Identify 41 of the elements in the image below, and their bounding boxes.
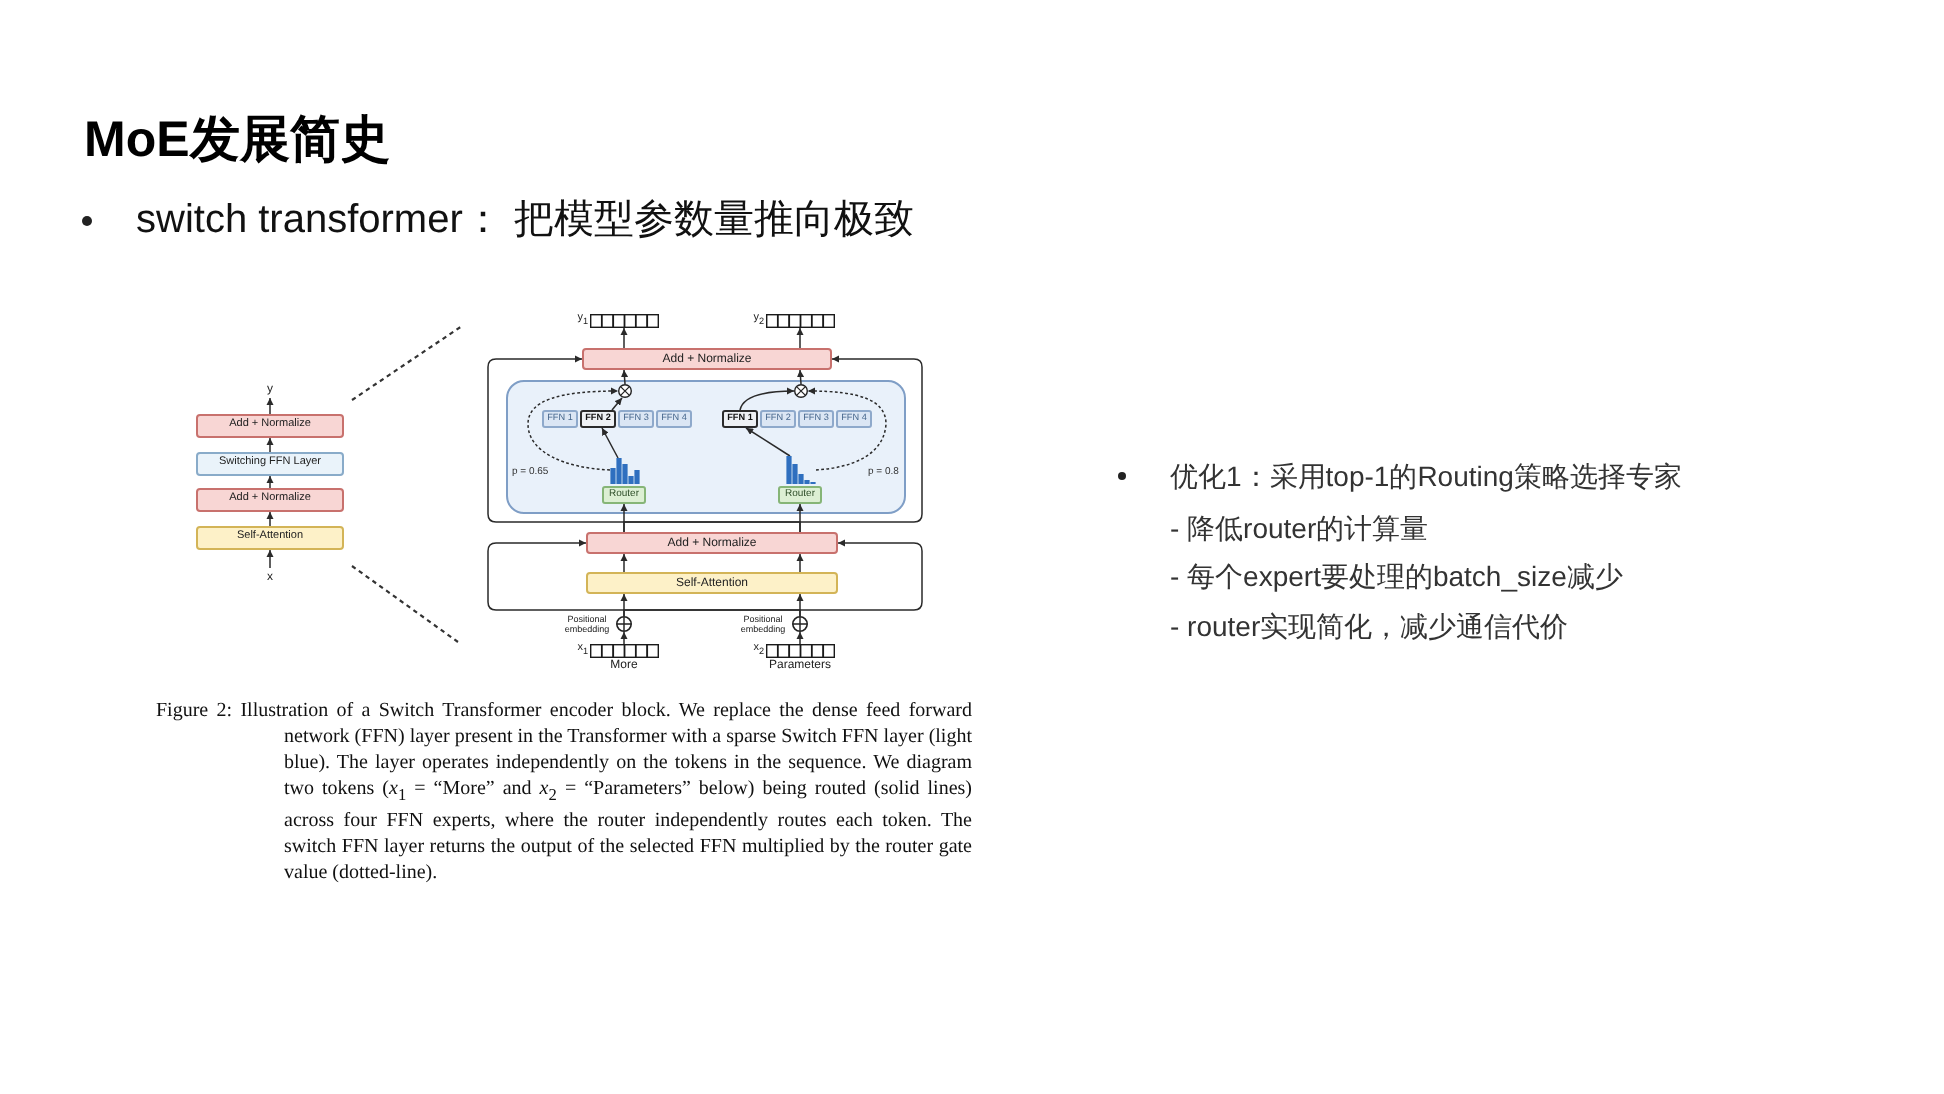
arrow — [620, 369, 629, 385]
arrow — [620, 553, 628, 573]
arrow — [266, 437, 274, 453]
add-icon — [616, 616, 632, 632]
residual-arrow — [623, 355, 923, 533]
bullet-text: 优化1：采用top-1的Routing策略选择专家 — [1170, 458, 1682, 494]
token-vector-drawing — [766, 644, 834, 658]
token-vector-drawing — [590, 314, 658, 328]
arrow — [620, 327, 628, 349]
token-vector-drawing — [766, 314, 834, 328]
arrow — [796, 327, 804, 349]
sub-point-text: - router实现简化，减少通信代价 — [1170, 608, 1569, 644]
sub-point-text: - 降低router的计算量 — [1170, 510, 1429, 546]
gate-value-line — [807, 387, 887, 471]
arrow — [796, 553, 804, 573]
residual-arrow — [487, 355, 801, 533]
router-histogram — [786, 456, 816, 484]
add-icon — [792, 616, 808, 632]
token-vector-drawing — [590, 644, 658, 658]
arrow — [796, 631, 804, 645]
residual-arrow — [623, 539, 923, 617]
figure-caption: Figure 2: Illustration of a Switch Transformer encoder block. We replace the dense feed forward network (FFN) layer present in the Transformer with a sparse Switch FFN layer (light blue). The layer operates independently on the tokens in the sequence. We diagram two tokens (x$_{1}$ = “More” and x$_{2}$ = “Parameters” below) being routed (solid lines) across four FFN experts, where the router independently routes each token. The switch FFN layer returns the output of the selected FFN multiplied by the router gate value (dotted-line). — [156, 698, 972, 886]
arrow — [266, 475, 274, 489]
switch-layer-panel — [506, 380, 906, 514]
sub-point-text: - 每个expert要处理的batch_size减少 — [1170, 558, 1623, 594]
multiply-icon — [618, 384, 632, 398]
arrow — [266, 397, 274, 415]
multiply-icon — [794, 384, 808, 398]
arrow — [620, 631, 628, 645]
arrow — [266, 549, 274, 569]
slide-title: MoE发展简史 — [84, 110, 390, 170]
arrow — [266, 511, 274, 527]
router-histogram — [610, 458, 640, 484]
arrow — [611, 397, 623, 411]
residual-arrow — [487, 539, 801, 617]
bullet-text: switch transformer： 把模型参数量推向极致 — [136, 196, 914, 246]
arrow — [601, 427, 619, 459]
arrow — [739, 387, 795, 411]
arrow — [745, 427, 791, 457]
gate-value-line — [527, 387, 619, 471]
arrow — [796, 369, 805, 385]
